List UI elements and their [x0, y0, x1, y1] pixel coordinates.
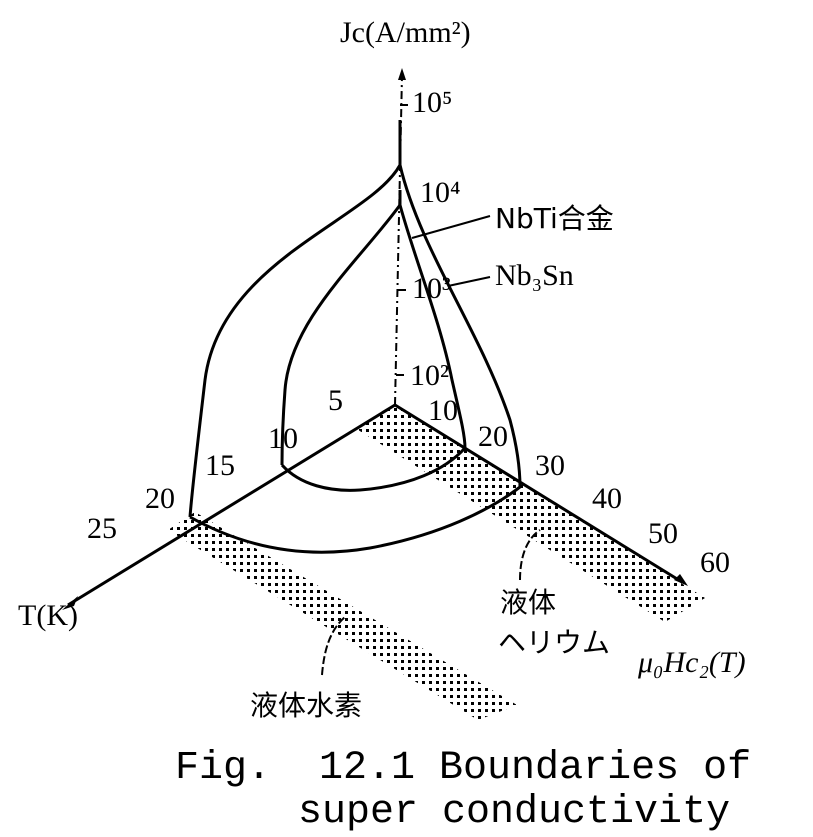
hydrogen-label: 液体水素 [250, 689, 362, 722]
inner-boundary-curve-right [398, 204, 467, 449]
caption-line2: super conductivity [298, 790, 730, 835]
h-tick-10: 10 [428, 394, 458, 427]
t-tick-15: 15 [205, 449, 235, 482]
jc-axis-arrow [398, 68, 406, 80]
h-tick-40: 40 [592, 482, 622, 515]
t-tick-25: 25 [87, 512, 117, 545]
nbti-leader [411, 215, 491, 239]
inner-base-arc [280, 446, 467, 492]
nb3sn-leader [447, 276, 491, 287]
helium-label-line2: ヘリウム [498, 626, 610, 659]
t-tick-10: 10 [268, 422, 298, 455]
caption-line1: Fig. 12.1 Boundaries of [175, 746, 751, 791]
hydrogen-leader [321, 616, 346, 676]
nbti-label: NbTi合金 [495, 202, 614, 235]
jc-tick-1e3: 10³ [412, 272, 451, 305]
liquid-hydrogen-band [168, 512, 517, 720]
helium-leader [519, 529, 541, 581]
jc-tick-1e5: 10⁵ [412, 86, 452, 119]
h-tick-30: 30 [535, 449, 565, 482]
helium-label-line1: 液体 [500, 586, 556, 619]
t-axis-arrow [62, 596, 78, 610]
h-tick-20: 20 [478, 420, 508, 453]
outer-boundary-curve [188, 120, 402, 518]
h-tick-60: 60 [700, 546, 730, 579]
outer-base-arc [189, 485, 521, 554]
h-axis-arrow [674, 574, 688, 586]
h-tick-50: 50 [648, 517, 678, 550]
t-axis [67, 403, 396, 607]
jc-axis-label: Jc(A/mm²) [340, 16, 471, 49]
liquid-helium-band [355, 405, 705, 622]
t-tick-20: 20 [145, 482, 175, 515]
t-axis-label: T(K) [18, 599, 78, 632]
h-axis [394, 403, 683, 584]
h-axis-label: μ₀Hc₂(T) [637, 646, 746, 679]
jc-tick-1e4: 10⁴ [420, 176, 460, 209]
t-tick-5: 5 [328, 384, 343, 417]
nb3sn-label: Nb₃Sn [495, 259, 574, 292]
outer-boundary-curve-right [398, 164, 522, 488]
jc-tick-1e2: 10² [410, 359, 449, 392]
inner-boundary-curve [280, 190, 402, 466]
